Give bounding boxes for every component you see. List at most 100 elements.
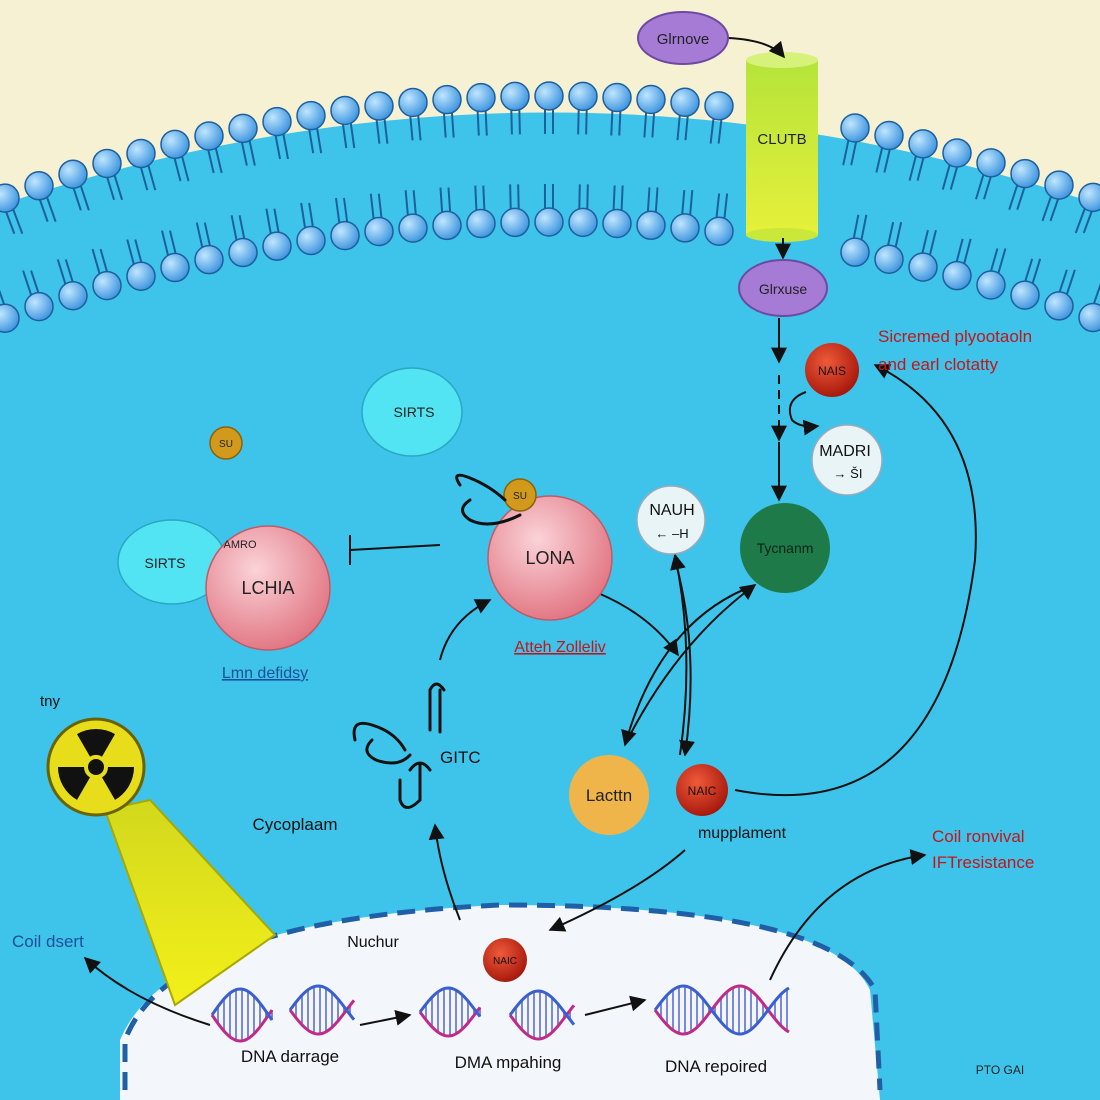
dna-helices	[210, 984, 790, 1043]
nauh-node: NAUH ← –H	[636, 485, 706, 555]
lipid-head	[0, 183, 20, 213]
radiation-beam	[103, 798, 277, 1007]
lipid-head	[194, 121, 224, 151]
squiggle-molecules	[352, 473, 522, 809]
lipid-head	[126, 261, 156, 291]
lipid-head	[908, 252, 938, 282]
glucose-outside: Glrnove	[637, 11, 729, 65]
lipid-head	[840, 237, 870, 267]
secreted-line-1: Sicremed plyootaoln	[878, 327, 1032, 346]
dna-strand	[653, 984, 790, 1036]
lipid-head	[602, 208, 632, 239]
gold-sphere-lona: SU	[503, 478, 537, 512]
lipid-head	[704, 216, 734, 247]
nad-nucleus-node: NAIC	[483, 938, 527, 982]
dna-repairing-label: DMA mpahing	[455, 1053, 562, 1072]
lipid-head	[602, 82, 632, 113]
nadr-label: MADRI	[819, 443, 871, 460]
lmn-label: Lmn defidsy	[222, 665, 308, 682]
sirt-blob-left: SIRTS	[117, 519, 227, 605]
trefoil-blade	[77, 729, 115, 757]
pyruvate-label: Tycnanm	[757, 540, 814, 556]
lchia-label: LCHIA	[241, 578, 294, 598]
glucose-outside-label: Glrnove	[657, 31, 710, 48]
dna-strand	[508, 1004, 576, 1041]
lipid-head	[364, 216, 394, 247]
lipid-head	[432, 210, 462, 241]
radiation-label: tny	[40, 693, 61, 710]
lipid-head	[500, 207, 530, 238]
arrow-damage-to-death	[83, 956, 211, 1026]
dna-strand	[288, 999, 356, 1036]
lipid-head	[24, 291, 54, 322]
arrow-repairing-to-repaired	[584, 995, 647, 1016]
lipid-head	[568, 207, 598, 238]
nad-nucleus-label: NAIC	[493, 956, 517, 967]
lipid-head	[704, 91, 734, 121]
gitc-label: GITC	[440, 748, 481, 767]
lipid-head	[262, 106, 292, 137]
cell-death-label: Coil dsert	[12, 932, 84, 951]
transporter-label: CLUTB	[757, 131, 806, 148]
arrow-gitc-to-lona	[439, 599, 492, 661]
gold-left-label: SU	[219, 439, 233, 450]
secreted-text: Sicremed plyootaoln and earl clotatty	[878, 327, 1032, 374]
nad-mid-label: NAIC	[688, 784, 717, 798]
lipid-head	[976, 148, 1006, 178]
lipid-head	[330, 220, 360, 251]
lipid-head	[228, 237, 258, 268]
sirt-blob-top: SIRTS	[361, 367, 463, 457]
dna-strand	[508, 989, 576, 1026]
dna-repaired-label: DNA repoired	[665, 1057, 767, 1076]
corner-label: PTO GAI	[976, 1063, 1024, 1077]
gold-sphere-left: SU	[209, 426, 243, 460]
lipid-head	[534, 207, 564, 237]
arrow-nucleus-to-gitc	[428, 823, 461, 921]
lipid-head	[160, 252, 190, 283]
lipid-head	[636, 84, 666, 115]
lchia-node: AMRO LCHIA	[205, 525, 331, 651]
nad-mid-node: NAIC	[676, 764, 728, 816]
cytoplasm-label: Cycoplaam	[252, 815, 337, 834]
survival-line-2: IFTresistance	[932, 853, 1034, 872]
lipid-head	[840, 113, 870, 143]
lipid-head	[262, 231, 292, 261]
arrow-repaired-to-survival	[769, 849, 927, 981]
nauh-sublabel: ← –H	[655, 526, 688, 541]
survival-line-1: Coil ronvival	[932, 827, 1025, 846]
lona-node: LONA	[487, 495, 613, 621]
lipid-head	[398, 213, 428, 243]
lipid-head	[194, 244, 224, 275]
nad-top-node: NAIS	[805, 343, 859, 397]
trefoil-center	[88, 759, 104, 775]
lipid-head	[92, 270, 122, 301]
glucose-inside: Glrxuse	[738, 259, 828, 317]
dna-damage-label: DNA darrage	[241, 1047, 339, 1066]
dna-strand	[418, 1006, 482, 1038]
arrow-supplement-to-nucleus	[548, 849, 686, 932]
lipid-head	[568, 81, 598, 112]
nucleus-label: Nuchur	[347, 934, 399, 951]
arrow-lona-to-nad	[597, 592, 679, 657]
arrow-damage-to-repairing	[359, 1009, 412, 1026]
glut-transporter: CLUTB	[746, 52, 818, 242]
lipid-head	[874, 244, 904, 274]
dna-strand	[418, 986, 482, 1018]
radiation-hazard-icon	[46, 717, 146, 817]
lipid-head	[874, 120, 904, 151]
nad-top-label: NAIS	[818, 364, 846, 378]
lipid-head	[670, 87, 700, 118]
lipid-head	[0, 303, 20, 333]
lipid-head	[58, 280, 88, 311]
lipid-head	[1044, 291, 1074, 321]
nauh-label: NAUH	[649, 502, 694, 519]
lipid-head	[466, 82, 496, 113]
squiggle-gitc-2	[428, 682, 446, 734]
lipid-head	[636, 210, 666, 241]
lipid-head	[942, 138, 972, 168]
lipid-head	[942, 260, 972, 291]
lipid-head	[1010, 280, 1040, 310]
lipid-head	[330, 95, 360, 126]
pathway-arrows	[83, 37, 977, 1026]
